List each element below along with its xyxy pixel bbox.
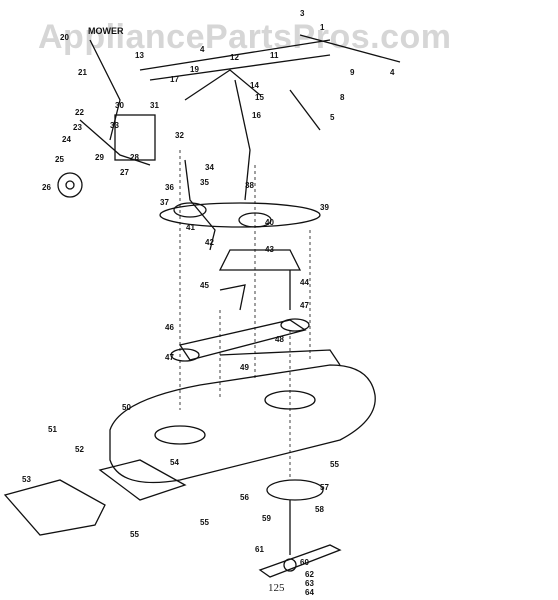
callout-label: 29 bbox=[95, 153, 104, 162]
callout-label: 55 bbox=[200, 518, 209, 527]
callout-label: 54 bbox=[170, 458, 179, 467]
deck-baffle-54 bbox=[98, 459, 187, 501]
callout-label: 14 bbox=[250, 81, 259, 90]
callout-label: 51 bbox=[48, 425, 57, 434]
callout-label: 9 bbox=[350, 68, 355, 77]
mower-blade-61 bbox=[258, 544, 342, 578]
callout-label: 42 bbox=[205, 238, 214, 247]
bracket-45 bbox=[219, 284, 246, 311]
callout-label: 55 bbox=[330, 460, 339, 469]
callout-label: 28 bbox=[130, 153, 139, 162]
callout-label: 32 bbox=[175, 131, 184, 140]
callout-label: 31 bbox=[150, 101, 159, 110]
callout-label: 3 bbox=[300, 9, 305, 18]
callout-label: 36 bbox=[165, 183, 174, 192]
callout-label: 64 bbox=[305, 588, 314, 597]
callout-label: 21 bbox=[78, 68, 87, 77]
mid-bracket bbox=[218, 249, 302, 271]
bracket-link bbox=[184, 69, 261, 101]
callout-label: 38 bbox=[245, 181, 254, 190]
handle-rod bbox=[89, 39, 121, 141]
callout-label: 39 bbox=[320, 203, 329, 212]
callout-label: 48 bbox=[275, 335, 284, 344]
watermark-text: AppliancePartsPros.com bbox=[38, 18, 452, 56]
callout-label: 61 bbox=[255, 545, 264, 554]
callout-label: 60 bbox=[300, 558, 309, 567]
callout-label: 5 bbox=[330, 113, 335, 122]
idler-pulley-left bbox=[57, 172, 83, 198]
callout-label: 34 bbox=[205, 163, 214, 172]
callout-label: 62 bbox=[305, 570, 314, 579]
callout-label: 46 bbox=[165, 323, 174, 332]
callout-label: 20 bbox=[60, 33, 69, 42]
callout-label: 23 bbox=[73, 123, 82, 132]
callout-label: 47 bbox=[300, 301, 309, 310]
callout-label: 58 bbox=[315, 505, 324, 514]
callout-label: 24 bbox=[62, 135, 71, 144]
callout-label: 56 bbox=[240, 493, 249, 502]
mower-deck-housing bbox=[109, 364, 376, 484]
callout-label: 35 bbox=[200, 178, 209, 187]
mower-label: MOWER bbox=[88, 26, 124, 36]
callout-label: 44 bbox=[300, 278, 309, 287]
lever-arm bbox=[79, 119, 151, 166]
callout-label: 59 bbox=[262, 514, 271, 523]
callout-label: 12 bbox=[230, 53, 239, 62]
callout-label: 33 bbox=[110, 121, 119, 130]
callout-label: 41 bbox=[186, 223, 195, 232]
deck-opening-right bbox=[264, 390, 316, 410]
callout-label: 40 bbox=[265, 218, 274, 227]
callout-label: 43 bbox=[265, 245, 274, 254]
lower-belt bbox=[178, 319, 307, 361]
vertical-hanger bbox=[234, 79, 251, 201]
callout-label: 63 bbox=[305, 579, 314, 588]
callout-label: 27 bbox=[120, 168, 129, 177]
upper-belt bbox=[159, 202, 321, 228]
callout-label: 13 bbox=[135, 51, 144, 60]
callout-label: 47 bbox=[165, 353, 174, 362]
callout-label: 22 bbox=[75, 108, 84, 117]
deck-opening-left bbox=[154, 425, 206, 445]
callout-label: 8 bbox=[340, 93, 345, 102]
blade-bolt bbox=[283, 558, 297, 572]
blade-adapter-57 bbox=[266, 479, 324, 501]
idler-arm-48 bbox=[219, 349, 341, 366]
callout-label: 50 bbox=[122, 403, 131, 412]
callout-label: 4 bbox=[200, 45, 205, 54]
lift-rod-second bbox=[149, 54, 331, 81]
callout-label: 11 bbox=[270, 51, 279, 60]
callout-label: 55 bbox=[130, 530, 139, 539]
callout-label: 53 bbox=[22, 475, 31, 484]
callout-label: 16 bbox=[252, 111, 261, 120]
callout-label: 57 bbox=[320, 483, 329, 492]
pulley-lower-left bbox=[170, 348, 200, 362]
lift-rod-top bbox=[139, 39, 331, 71]
callout-label: 1 bbox=[320, 23, 325, 32]
callout-label: 30 bbox=[115, 101, 124, 110]
pulley-upper-left bbox=[173, 202, 207, 218]
callout-label: 49 bbox=[240, 363, 249, 372]
callout-label: 52 bbox=[75, 445, 84, 454]
callout-label: 45 bbox=[200, 281, 209, 290]
spring bbox=[184, 159, 216, 251]
callout-label: 15 bbox=[255, 93, 264, 102]
page-number: 125 bbox=[268, 582, 285, 594]
callout-label: 25 bbox=[55, 155, 64, 164]
pulley-lower-right bbox=[280, 318, 310, 332]
hanger-arm-right bbox=[289, 89, 321, 131]
callout-label: 26 bbox=[42, 183, 51, 192]
discharge-chute bbox=[3, 479, 106, 536]
callout-label: 37 bbox=[160, 198, 169, 207]
rear-arm bbox=[299, 34, 401, 63]
callout-label: 19 bbox=[190, 65, 199, 74]
callout-label: 4 bbox=[390, 68, 395, 77]
callout-label: 17 bbox=[170, 75, 179, 84]
